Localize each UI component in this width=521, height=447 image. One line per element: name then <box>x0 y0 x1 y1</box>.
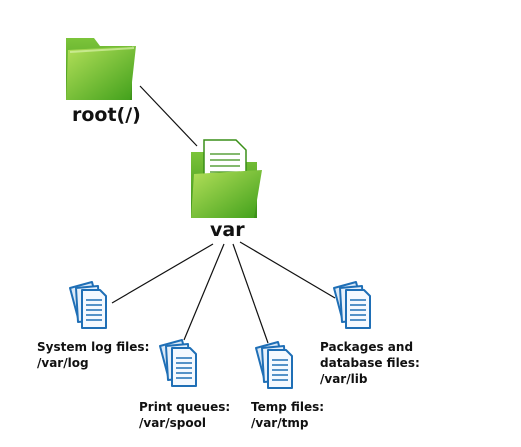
spool-label-line2: /var/spool <box>139 416 206 430</box>
documents-icon-log <box>69 281 107 329</box>
folder-with-documents-icon <box>191 139 262 218</box>
lib-label-line2: database files: <box>320 356 420 370</box>
log-label-line1: System log files: <box>37 340 150 354</box>
lib-label: Packages and database files: /var/lib <box>320 339 420 387</box>
edge-var-lib <box>239 241 336 299</box>
edge-var-tmp <box>232 243 269 344</box>
lib-label-line3: /var/lib <box>320 372 368 386</box>
folder-icon <box>66 38 136 100</box>
tmp-label-line2: /var/tmp <box>251 416 309 430</box>
tmp-label: Temp files: /var/tmp <box>251 399 324 431</box>
log-label: System log files: /var/log <box>37 339 149 371</box>
edge-var-spool <box>183 243 225 341</box>
spool-label: Print queues: /var/spool <box>139 399 230 431</box>
edge-var-log <box>111 243 214 304</box>
root-label: root(/) <box>72 104 141 126</box>
spool-label-line1: Print queues: <box>139 400 231 414</box>
edge-root-var <box>139 85 198 147</box>
documents-icon-spool <box>159 339 197 387</box>
var-label: var <box>210 219 245 241</box>
documents-icon-tmp <box>255 341 293 389</box>
documents-icon-lib <box>333 281 371 329</box>
log-label-line2: /var/log <box>37 356 89 370</box>
tmp-label-line1: Temp files: <box>251 400 325 414</box>
lib-label-line1: Packages and <box>320 340 414 354</box>
